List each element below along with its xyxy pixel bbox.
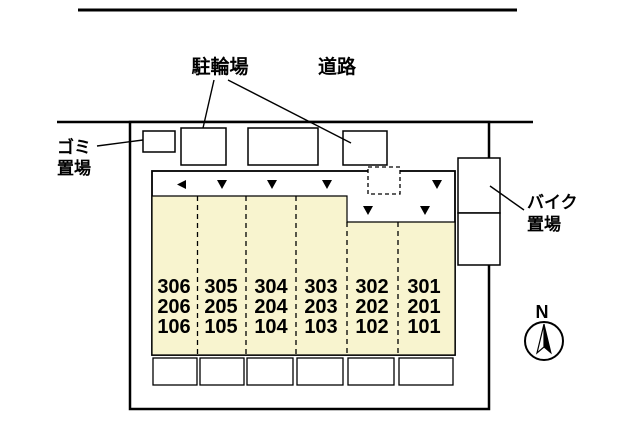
door-marker-icon	[363, 206, 373, 215]
door-markers-lower	[363, 206, 430, 215]
bicycle-parking-label: 駐輪場	[191, 55, 248, 78]
unit-301: 301	[407, 276, 440, 298]
unit-203: 203	[304, 296, 337, 318]
unit-101: 101	[407, 316, 440, 338]
door-marker-icon	[217, 180, 227, 189]
unit-204: 204	[254, 296, 288, 318]
connector-lines	[96, 79, 525, 211]
north-label: N	[536, 302, 549, 322]
unit-305: 305	[204, 276, 237, 298]
bike-parking-label-line2: 置場	[527, 215, 561, 234]
garbage-connector	[96, 139, 144, 147]
balcony-box	[199, 357, 245, 386]
door-markers-upper	[217, 180, 442, 189]
floor2-row: 206 205 204 203 202 201	[157, 296, 440, 318]
bike-parking-box-1	[457, 157, 501, 214]
bicycle-connector-1	[202, 79, 215, 129]
unit-106: 106	[157, 316, 190, 338]
unit-105: 105	[204, 316, 237, 338]
bicycle-parking-box-3	[342, 130, 388, 166]
unit-306: 306	[157, 276, 190, 298]
unit-302: 302	[355, 276, 388, 298]
unit-205: 205	[204, 296, 237, 318]
compass: N	[524, 302, 564, 361]
floor3-row: 306 305 304 303 302 301	[157, 276, 440, 298]
door-marker-icon	[322, 180, 332, 189]
unit-201: 201	[407, 296, 440, 318]
bike-parking-box-2	[457, 212, 501, 266]
entrance-marker-icon	[177, 180, 186, 189]
garbage-label-line2: 置場	[57, 159, 91, 178]
bike-parking-label-line1: バイク	[527, 193, 578, 212]
door-marker-icon	[420, 206, 430, 215]
garbage-label-line1: ゴミ	[57, 137, 91, 157]
bicycle-parking-box-2	[247, 127, 319, 166]
unit-304: 304	[254, 276, 288, 298]
unit-102: 102	[355, 316, 388, 338]
road-label: 道路	[318, 55, 357, 78]
unit-divider-lines	[196, 196, 399, 355]
building-body	[151, 195, 456, 356]
unit-104: 104	[254, 316, 288, 338]
bike-connector	[489, 185, 525, 211]
unit-103: 103	[304, 316, 337, 338]
balcony-box	[246, 357, 294, 386]
compass-needle-right	[543, 323, 552, 355]
balcony-row	[152, 357, 454, 386]
stairwell-dashed-box	[367, 166, 401, 195]
bicycle-parking-box-1	[180, 127, 227, 166]
door-marker-icon	[432, 180, 442, 189]
balcony-box	[152, 357, 198, 386]
balcony-box	[296, 357, 344, 386]
unit-303: 303	[304, 276, 337, 298]
balcony-box	[347, 357, 395, 386]
balcony-box	[398, 357, 454, 386]
door-marker-icon	[267, 180, 277, 189]
garbage-box	[142, 130, 176, 153]
floor1-row: 106 105 104 103 102 101	[157, 316, 440, 338]
unit-202: 202	[355, 296, 388, 318]
unit-206: 206	[157, 296, 190, 318]
bicycle-connector-2	[227, 79, 352, 144]
